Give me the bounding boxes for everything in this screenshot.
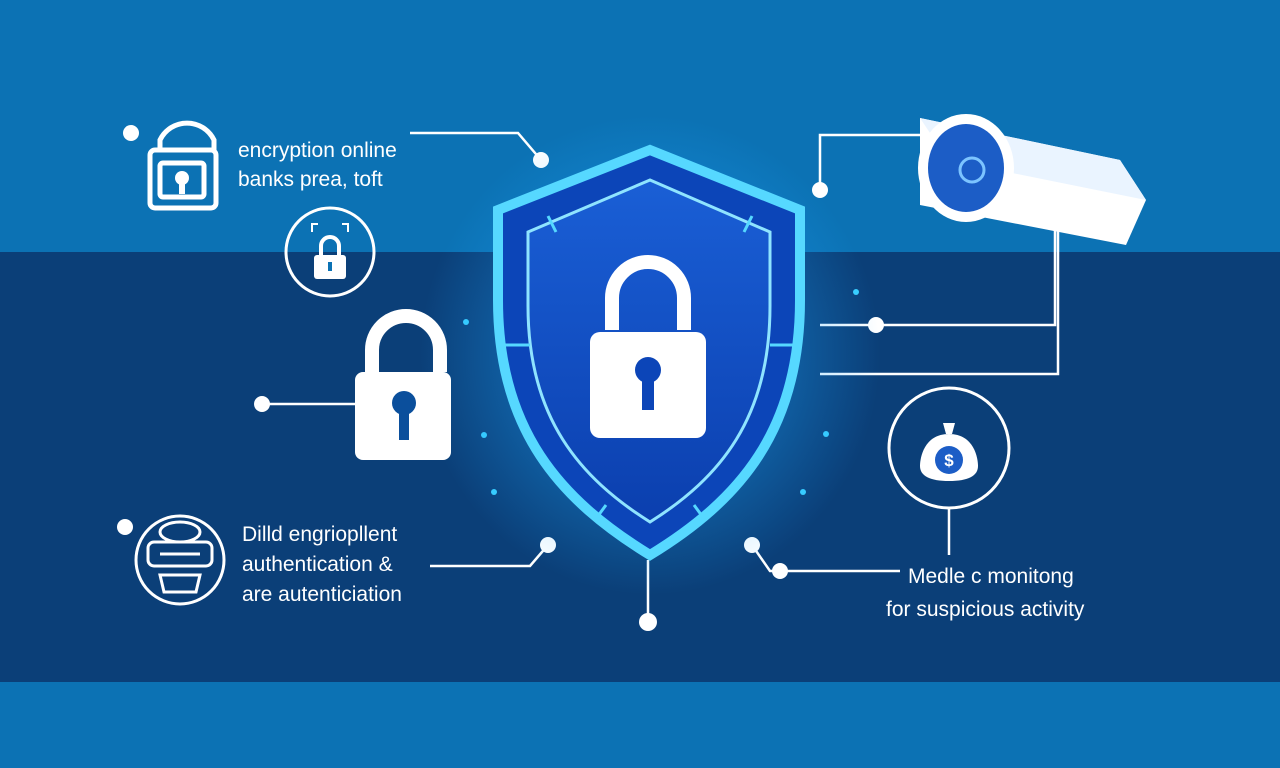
- encryption-label-line-2: banks prea, toft: [238, 168, 383, 191]
- bottom-band: [0, 682, 1280, 768]
- padlock-icon: [590, 255, 706, 438]
- encryption-label-line-1: encryption online: [238, 139, 397, 162]
- security-camera-icon: [918, 114, 1146, 245]
- encryption-label: encryption online banks prea, toft: [238, 136, 397, 194]
- authentication-label: Dilld engriopllent authentication & are …: [242, 520, 402, 610]
- padlock-icon: [175, 171, 189, 194]
- padlock-icon: [147, 120, 219, 211]
- shield-icon: [420, 115, 880, 595]
- monitoring-label: Medle c monitong for suspicious activity: [886, 560, 1084, 626]
- authentication-label-line-2: authentication &: [242, 553, 393, 576]
- monitoring-label-line-1: Medle c monitong: [908, 565, 1074, 588]
- monitoring-label-line-2: for suspicious activity: [886, 598, 1085, 621]
- money-bag-icon: $: [887, 386, 1011, 510]
- globe-icon: [134, 514, 226, 606]
- padlock-icon: [284, 206, 376, 298]
- padlock-icon: [355, 309, 451, 460]
- dollar-icon: $: [944, 451, 954, 470]
- authentication-label-line-3: are autenticiation: [242, 583, 402, 606]
- authentication-label-line-1: Dilld engriopllent: [242, 523, 398, 546]
